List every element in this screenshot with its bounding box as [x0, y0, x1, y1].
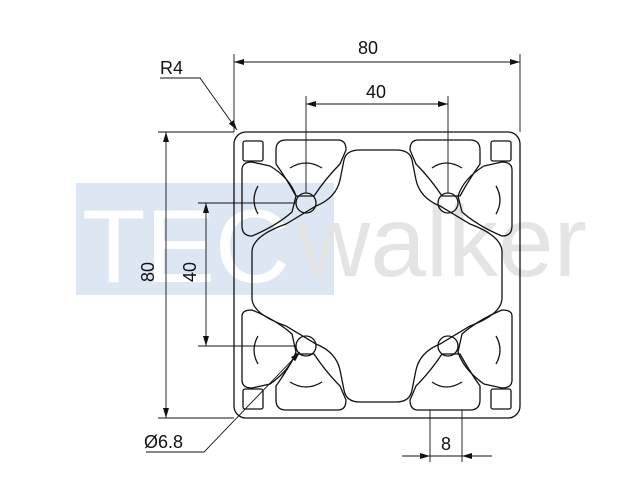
leader-corner-radius [160, 77, 238, 131]
corner-cavity-bottom-left [242, 388, 264, 410]
watermark-right-text: walker [297, 186, 587, 298]
label-width-overall: 80 [358, 38, 378, 58]
profile-outline [233, 131, 521, 419]
center-cross-cavity [251, 149, 503, 403]
slot-bottom-right [409, 353, 481, 411]
leader-hole-diameter [146, 351, 301, 453]
corner-cavity-top-left [242, 140, 264, 162]
label-corner-radius: R4 [160, 58, 183, 78]
slot-top-right [409, 139, 481, 197]
corner-cavity-bottom-right [490, 388, 512, 410]
watermark: TEC walker [76, 183, 587, 305]
watermark-left-text: TEC [82, 189, 290, 305]
label-pitch-horizontal: 40 [366, 82, 386, 102]
slot-left-bottom [241, 309, 297, 389]
slot-left-top [241, 161, 297, 237]
label-pitch-vertical: 40 [180, 262, 200, 282]
corner-cavity-top-right [490, 140, 512, 162]
slot-side-lip-details [253, 185, 501, 365]
label-slot-width: 8 [441, 434, 451, 454]
slot-right-bottom [457, 309, 513, 389]
label-hole-diameter: Ø6.8 [144, 432, 183, 452]
slot-top-left [275, 139, 347, 197]
core-hole-bottom-right [437, 335, 459, 357]
label-height-overall: 80 [138, 262, 158, 282]
slot-bottom-left [275, 353, 347, 411]
slot-right-top [457, 161, 513, 237]
